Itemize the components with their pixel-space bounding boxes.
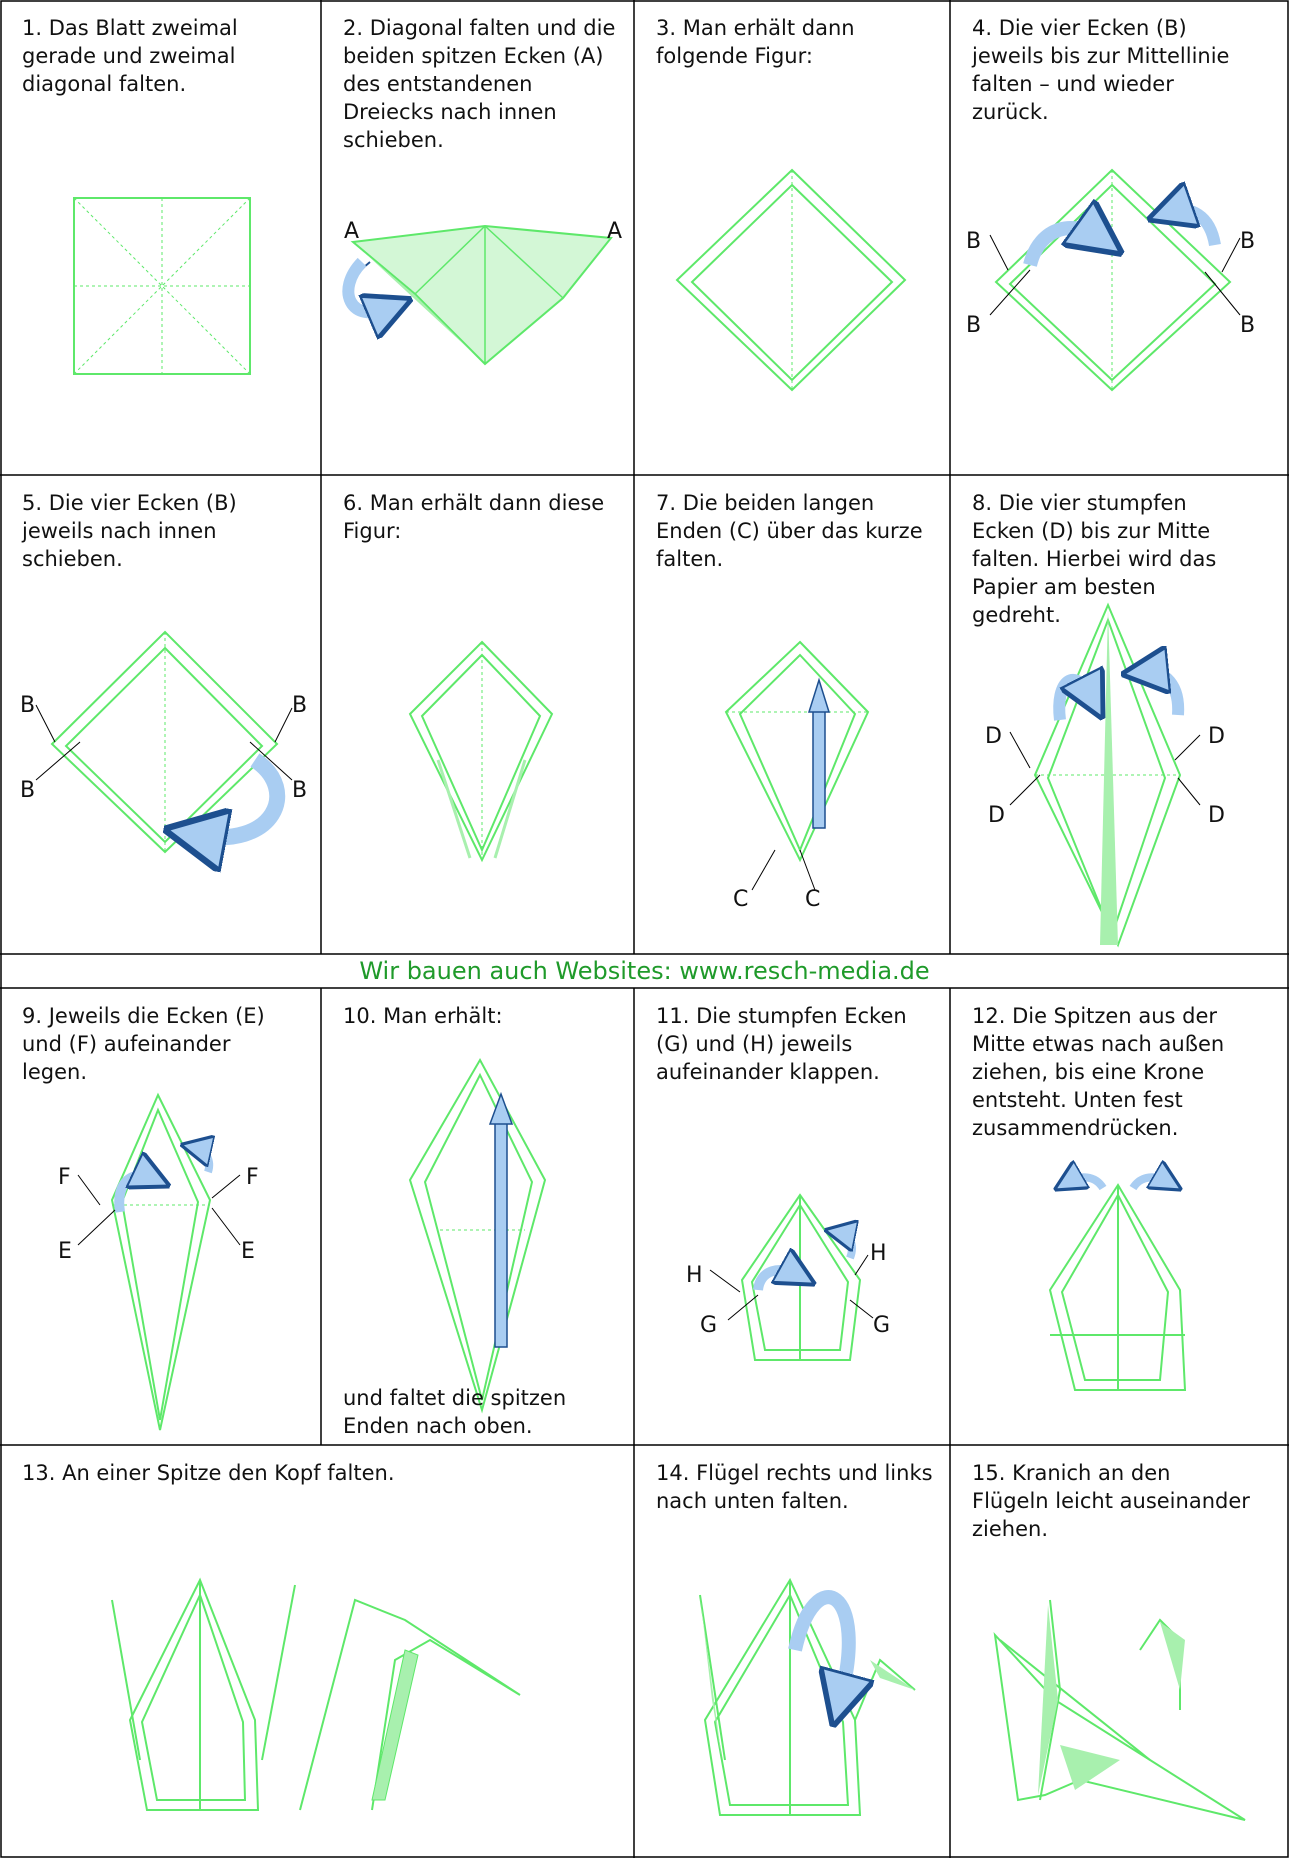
step2-triangle-diagram: A A — [342, 219, 622, 366]
step-7-cell: 7. Die beiden langen Enden (C) über das … — [634, 475, 950, 954]
step14-diagram — [699, 1577, 916, 1816]
step-6-text: 6. Man erhält dann diese Figur: — [343, 491, 605, 543]
step-3-cell: 3. Man erhält dann folgende Figur: — [634, 0, 950, 475]
step8-long-diagram: D D D D — [985, 602, 1225, 948]
step12-crown-diagram — [1048, 1177, 1187, 1391]
step5-diamond-diagram: B B B B — [20, 630, 307, 852]
step-15-cell: 15. Kranich an den Flügeln leicht ausein… — [950, 1445, 1289, 1858]
step-15-text: 15. Kranich an den Flügeln leicht ausein… — [972, 1461, 1250, 1541]
step3-diamond-diagram — [675, 168, 907, 392]
step-10-text-bottom: und faltet die spitzen Enden nach oben. — [343, 1386, 567, 1438]
label-d-3: D — [1208, 724, 1225, 749]
step-11-cell: 11. Die stumpfen Ecken (G) und (H) jewei… — [634, 988, 950, 1445]
step-14-text: 14. Flügel rechts und links nach unten f… — [656, 1461, 933, 1513]
label-f-left: F — [58, 1165, 71, 1190]
step6-kite-diagram — [408, 640, 554, 863]
step-2-cell: 2. Diagonal falten und die beiden spitze… — [321, 0, 634, 475]
step-5-cell: 5. Die vier Ecken (B) jeweils nach innen… — [0, 475, 321, 954]
label-b-2: B — [966, 313, 981, 338]
step-13-cell: 13. An einer Spitze den Kopf falten. — [0, 1445, 634, 1858]
step-14-cell: 14. Flügel rechts und links nach unten f… — [634, 1445, 950, 1858]
label-b-4: B — [1240, 313, 1255, 338]
step-7-text: 7. Die beiden langen Enden (C) über das … — [656, 491, 923, 571]
label-f-right: F — [246, 1165, 259, 1190]
step-13-text: 13. An einer Spitze den Kopf falten. — [22, 1461, 395, 1485]
step11-diagram: H G H G — [686, 1193, 890, 1361]
label-b-3: B — [1240, 229, 1255, 254]
label-h-right: H — [870, 1241, 887, 1266]
website-banner: Wir bauen auch Websites: www.resch-media… — [359, 957, 930, 985]
label-b-5: B — [20, 693, 35, 718]
step10-diagram — [408, 1057, 547, 1414]
label-d-1: D — [985, 724, 1002, 749]
step-8-cell: 8. Die vier stumpfen Ecken (D) bis zur M… — [950, 475, 1289, 954]
step-12-cell: 12. Die Spitzen aus der Mitte etwas nach… — [950, 988, 1289, 1445]
step7-kite-diagram: C C — [724, 640, 870, 912]
label-a-right: A — [607, 219, 622, 244]
label-d-4: D — [1208, 803, 1225, 828]
step-6-cell: 6. Man erhält dann diese Figur: — [321, 475, 634, 954]
step-3-text: 3. Man erhält dann folgende Figur: — [656, 16, 855, 68]
label-h-left: H — [686, 1263, 703, 1288]
step-8-text: 8. Die vier stumpfen Ecken (D) bis zur M… — [972, 491, 1217, 627]
label-a-left: A — [344, 219, 359, 244]
step4-diamond-diagram: B B B B — [966, 168, 1255, 392]
label-c-left: C — [733, 887, 748, 912]
step-2-text: 2. Diagonal falten und die beiden spitze… — [343, 16, 616, 152]
step1-square-diagram — [73, 197, 251, 375]
label-c-right: C — [805, 887, 820, 912]
label-b-6: B — [20, 778, 35, 803]
step-4-text: 4. Die vier Ecken (B) jeweils bis zur Mi… — [972, 16, 1230, 124]
step-9-cell: 9. Jeweils die Ecken (E) und (F) aufeina… — [0, 988, 321, 1445]
step-12-text: 12. Die Spitzen aus der Mitte etwas nach… — [972, 1004, 1225, 1140]
label-e-right: E — [241, 1239, 255, 1264]
step-9-text: 9. Jeweils die Ecken (E) und (F) aufeina… — [22, 1004, 265, 1084]
label-g-left: G — [700, 1313, 717, 1338]
step-10-text: 10. Man erhält: — [343, 1004, 503, 1028]
label-b-7: B — [292, 693, 307, 718]
label-e-left: E — [58, 1239, 72, 1264]
step-4-cell: 4. Die vier Ecken (B) jeweils bis zur Mi… — [950, 0, 1289, 475]
label-b-1: B — [966, 229, 981, 254]
label-b-8: B — [292, 778, 307, 803]
step-11-text: 11. Die stumpfen Ecken (G) und (H) jewei… — [656, 1004, 907, 1084]
step15-diagram — [993, 1599, 1246, 1821]
step-1-text: 1. Das Blatt zweimal gerade und zweimal … — [22, 16, 238, 96]
label-g-right: G — [873, 1313, 890, 1338]
step-10-cell: 10. Man erhält: und faltet die spitzen E… — [321, 988, 634, 1445]
step-5-text: 5. Die vier Ecken (B) jeweils nach innen… — [22, 491, 237, 571]
label-d-2: D — [988, 803, 1005, 828]
step9-diagram: F E F E — [58, 1092, 259, 1431]
step13-diagram — [111, 1577, 521, 1811]
step-1-cell: 1. Das Blatt zweimal gerade und zweimal … — [0, 0, 321, 475]
